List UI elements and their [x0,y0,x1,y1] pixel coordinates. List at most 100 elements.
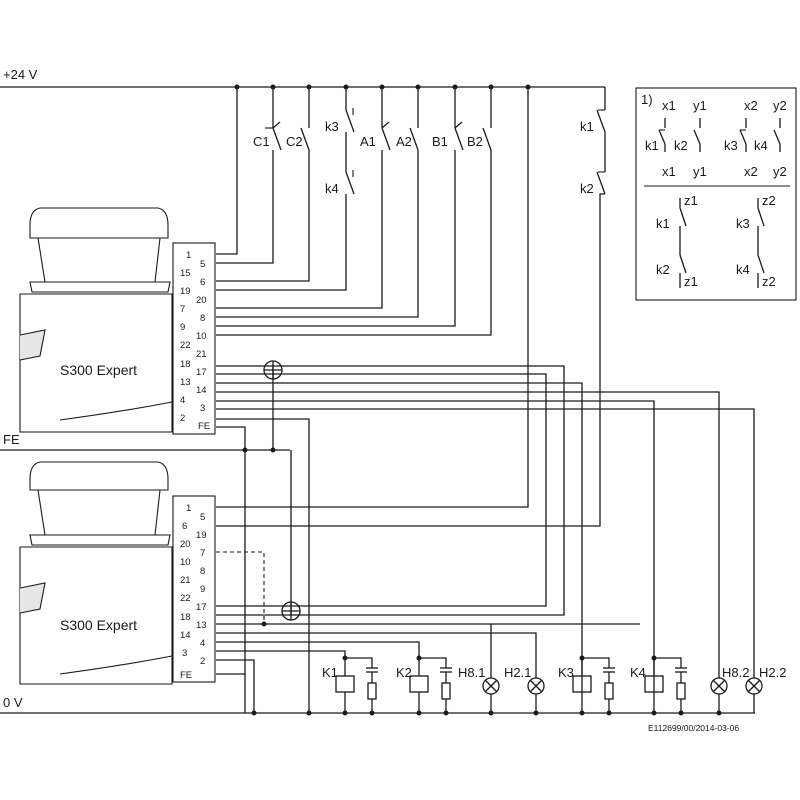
note-tr-k4: k4 [754,138,768,153]
dashed-link [216,551,265,624]
s1-pin-15: 15 [180,268,191,279]
s1-pin-21: 21 [196,349,207,360]
contact-c1-label: C1 [253,134,270,149]
note-br-z2b: z2 [762,274,776,289]
s2-pin-9: 9 [200,584,205,595]
lamp-h21-label: H2.1 [504,665,531,680]
s1-pin-14: 14 [196,385,207,396]
s2-pin-1: 1 [186,503,191,514]
scanner-2-label: S300 Expert [60,617,137,633]
s2-pin-18: 18 [180,612,191,623]
lamp-h82-label: H8.2 [722,665,749,680]
s2-pin-21: 21 [180,575,191,586]
note-marker: 1) [641,92,653,107]
note-br-k4: k4 [736,262,750,277]
relay-k2-label: K2 [396,665,412,680]
relay-k1-label: K1 [322,665,338,680]
contact-note-box: 1) x1 y1 k1 k2 x1 y1 x2 y2 k3 k4 x2 y2 z… [635,87,797,301]
contact-c2-label: C2 [286,134,303,149]
s1-pin-10: 10 [196,331,207,342]
contact-labels: C1 C2 k3 k4 A1 A2 B1 B2 k1 k2 [253,119,594,196]
s2-pin-fe: FE [180,670,192,681]
contact-b1-label: B1 [432,134,448,149]
contact-b2-label: B2 [467,134,483,149]
signal-wiring [216,365,755,713]
supply-rail: +24 V [0,67,605,88]
note-tr-k3: k3 [724,138,738,153]
s1-pin-5: 5 [200,259,205,270]
note-tl-x1b: x1 [662,164,676,179]
contact-a2-label: A2 [396,134,412,149]
note-tr-x2b: x2 [744,164,758,179]
functional-earth-label: FE [3,432,20,447]
s2-pin-4: 4 [200,638,205,649]
s1-pin-19: 19 [180,286,191,297]
note-tl-x1: x1 [662,98,676,113]
note-bl-z1: z1 [684,193,698,208]
s1-pin-13: 13 [180,377,191,388]
s1-pin-4: 4 [180,395,185,406]
note-tr-x2: x2 [744,98,758,113]
lamp-h22-label: H2.2 [759,665,786,680]
supply-rail-label: +24 V [3,67,38,82]
s1-pin-fe: FE [198,421,210,432]
s1-pin-18: 18 [180,359,191,370]
s1-pin-2: 2 [180,413,185,424]
ground-rail-label: 0 V [3,695,23,710]
scanner-2-device: S300 Expert [19,461,173,685]
s2-pin-2: 2 [200,656,205,667]
note-br-k3: k3 [736,216,750,231]
s1-pin-20: 20 [196,295,207,306]
note-tl-k2: k2 [674,138,688,153]
note-bl-z1b: z1 [684,274,698,289]
s2-pin-19: 19 [196,530,207,541]
functional-earth-rail: FE [0,432,290,451]
relay-k4-label: K4 [630,665,646,680]
note-bl-k1: k1 [656,216,670,231]
s2-pin-5: 5 [200,512,205,523]
s1-pin-6: 6 [200,277,205,288]
s2-pin-8: 8 [200,566,205,577]
note-tr-y2: y2 [773,98,787,113]
scanner-1-label: S300 Expert [60,362,137,378]
s1-pin-7: 7 [180,304,185,315]
contact-a1-label: A1 [360,134,376,149]
s2-pin-7: 7 [200,548,205,559]
note-bl-k2: k2 [656,262,670,277]
contact-k2-label: k2 [580,181,594,196]
contact-k4-label: k4 [325,181,339,196]
s1-pin-17: 17 [196,367,207,378]
load-labels: K1 K2 K3 K4 H8.1 H2.1 H8.2 H2.2 [322,665,786,680]
scanner-1-terminal-block: 1 5 15 6 19 20 7 8 9 22 10 18 21 17 13 1… [172,242,216,435]
s1-pin-9: 9 [180,322,185,333]
note-tl-k1: k1 [645,138,659,153]
s2-pin-6: 6 [182,521,187,532]
relay-k3-label: K3 [558,665,574,680]
supply-branches [216,87,606,527]
ground-rail: 0 V [0,695,755,714]
junction-dots [234,84,722,716]
scanner-2-terminal-block: 1 5 6 19 20 7 10 8 21 9 22 17 18 13 14 4… [172,495,216,683]
note-tl-y1: y1 [693,98,707,113]
s1-pin-8: 8 [200,313,205,324]
note-tr-y2b: y2 [773,164,787,179]
note-tl-y1b: y1 [693,164,707,179]
s2-pin-14: 14 [180,630,191,641]
s1-pin-22: 22 [180,340,191,351]
lamp-h81-label: H8.1 [458,665,485,680]
note-br-z2: z2 [762,193,776,208]
scanner-1-device: S300 Expert [19,207,173,433]
s1-pin-3: 3 [200,403,205,414]
s2-pin-13: 13 [196,620,207,631]
s2-pin-17: 17 [196,602,207,613]
drawing-reference: E112699/00/2014-03-06 [648,723,739,733]
crossover-loops [263,360,301,621]
s2-pin-10: 10 [180,557,191,568]
s1-pin-1: 1 [186,250,191,261]
s2-pin-20: 20 [180,539,191,550]
s2-pin-22: 22 [180,593,191,604]
s2-pin-3: 3 [182,648,187,659]
contact-k1-label: k1 [580,119,594,134]
contact-k3-label: k3 [325,119,339,134]
